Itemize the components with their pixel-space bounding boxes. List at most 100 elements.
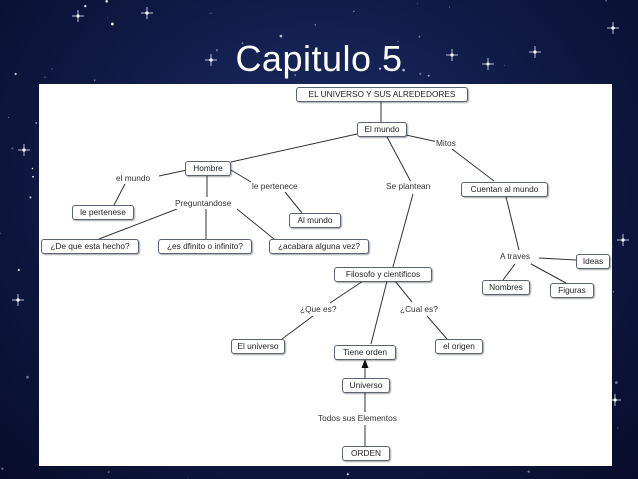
link-label-se-plantean: Se plantean — [385, 181, 432, 192]
node-tiene-orden[interactable]: Tiene orden — [334, 345, 396, 360]
arrowhead — [361, 359, 369, 368]
star — [402, 68, 405, 72]
sparkle-star — [18, 144, 30, 156]
connector-line — [385, 134, 412, 183]
sparkle-star — [529, 46, 541, 58]
node-hombre[interactable]: Hombre — [185, 161, 231, 176]
sparkle-star — [617, 234, 629, 246]
star — [107, 17, 109, 19]
link-label-mitos: Mitos — [435, 138, 457, 149]
sparkle-star — [141, 7, 153, 19]
star — [31, 167, 34, 170]
star — [612, 291, 615, 293]
star — [215, 49, 218, 52]
star — [35, 122, 38, 124]
star — [397, 40, 399, 43]
sparkle-star — [12, 294, 24, 306]
star — [29, 196, 32, 199]
connector-line — [230, 133, 358, 163]
node-es-finito-infinito[interactable]: ¿es dfinito o infinito? — [158, 239, 252, 254]
node-nombres[interactable]: Nombres — [482, 280, 530, 295]
star — [111, 22, 114, 26]
node-universo-alrededores[interactable]: EL UNIVERSO Y SUS ALREDEDORES — [296, 87, 468, 102]
node-figuras[interactable]: Figuras — [550, 283, 594, 298]
connector-line — [370, 280, 388, 345]
connector-line — [502, 263, 516, 281]
star — [353, 10, 355, 13]
star — [241, 42, 244, 45]
concept-map-panel: EL UNIVERSO Y SUS ALREDEDORES El mundo H… — [39, 84, 612, 466]
star — [32, 175, 34, 178]
link-label-preguntandose: Preguntandose — [174, 198, 233, 209]
connector-line — [113, 183, 126, 206]
star — [617, 427, 619, 429]
connector-line — [405, 134, 439, 143]
node-de-que-esta-hecho[interactable]: ¿De que esta hecho? — [41, 239, 139, 254]
node-acabara-alguna-vez[interactable]: ¿acabara alguna vez? — [269, 239, 369, 254]
connector-line — [284, 191, 303, 214]
star — [394, 47, 396, 49]
star — [17, 268, 20, 272]
link-label-le-pertenece: le pertenece — [251, 181, 299, 192]
node-al-mundo[interactable]: Al mundo — [289, 213, 341, 228]
link-label-todos-sus-elementos: Todos sus Elementos — [317, 413, 398, 424]
node-universo[interactable]: Universo — [342, 378, 390, 393]
connector-line — [281, 315, 314, 340]
connector-line — [505, 196, 520, 251]
star — [527, 470, 530, 473]
star — [107, 471, 110, 473]
node-le-pertenese[interactable]: le pertenese — [72, 205, 134, 220]
sparkle-star — [482, 58, 494, 70]
connector-line — [98, 208, 178, 240]
connector-line — [236, 208, 275, 240]
star — [0, 232, 1, 235]
node-filosofos-cientificos[interactable]: Filosofo y cientificos — [334, 267, 432, 282]
star — [8, 116, 10, 119]
connector-line — [158, 169, 188, 177]
node-orden[interactable]: ORDEN — [342, 446, 390, 461]
link-label-a-traves: A traves — [499, 251, 531, 262]
slide-title: Capitulo 5 — [235, 38, 403, 79]
star — [419, 72, 422, 75]
star — [44, 76, 46, 78]
star — [418, 35, 421, 38]
link-label-que-es: ¿Que es? — [299, 304, 338, 315]
sparkle-star — [72, 10, 84, 22]
connector-line — [392, 193, 414, 268]
connector-line — [451, 148, 495, 182]
sparkle-star — [446, 49, 458, 61]
star — [11, 147, 14, 150]
concept-map-connectors — [98, 100, 577, 446]
node-el-mundo[interactable]: El mundo — [357, 122, 407, 137]
star — [448, 6, 451, 8]
node-el-origen[interactable]: el origen — [435, 339, 483, 354]
star — [94, 79, 96, 81]
connector-line — [426, 315, 448, 340]
link-label-cual-es: ¿Cual es? — [399, 304, 439, 315]
connector-line — [230, 169, 252, 183]
connector-line — [329, 280, 364, 304]
star — [84, 4, 87, 8]
node-cuentan-al-mundo[interactable]: Cuentan al mundo — [461, 182, 548, 197]
connector-line — [530, 263, 567, 284]
star — [346, 473, 349, 476]
star — [605, 0, 607, 2]
sparkle-star — [607, 22, 619, 34]
star — [26, 375, 29, 379]
star — [378, 67, 382, 70]
node-ideas[interactable]: Ideas — [576, 254, 610, 269]
star — [503, 64, 505, 67]
connector-line — [394, 280, 413, 303]
link-label-el-mundo: el mundo — [115, 173, 152, 184]
connector-line — [538, 257, 577, 261]
star — [279, 34, 283, 38]
star — [14, 72, 17, 76]
star — [314, 24, 316, 26]
star — [210, 12, 212, 14]
sparkle-star — [205, 54, 217, 66]
star — [1, 467, 4, 470]
star — [105, 0, 108, 3]
star — [51, 68, 53, 70]
star — [294, 74, 297, 76]
node-el-universo[interactable]: El universo — [231, 339, 285, 354]
